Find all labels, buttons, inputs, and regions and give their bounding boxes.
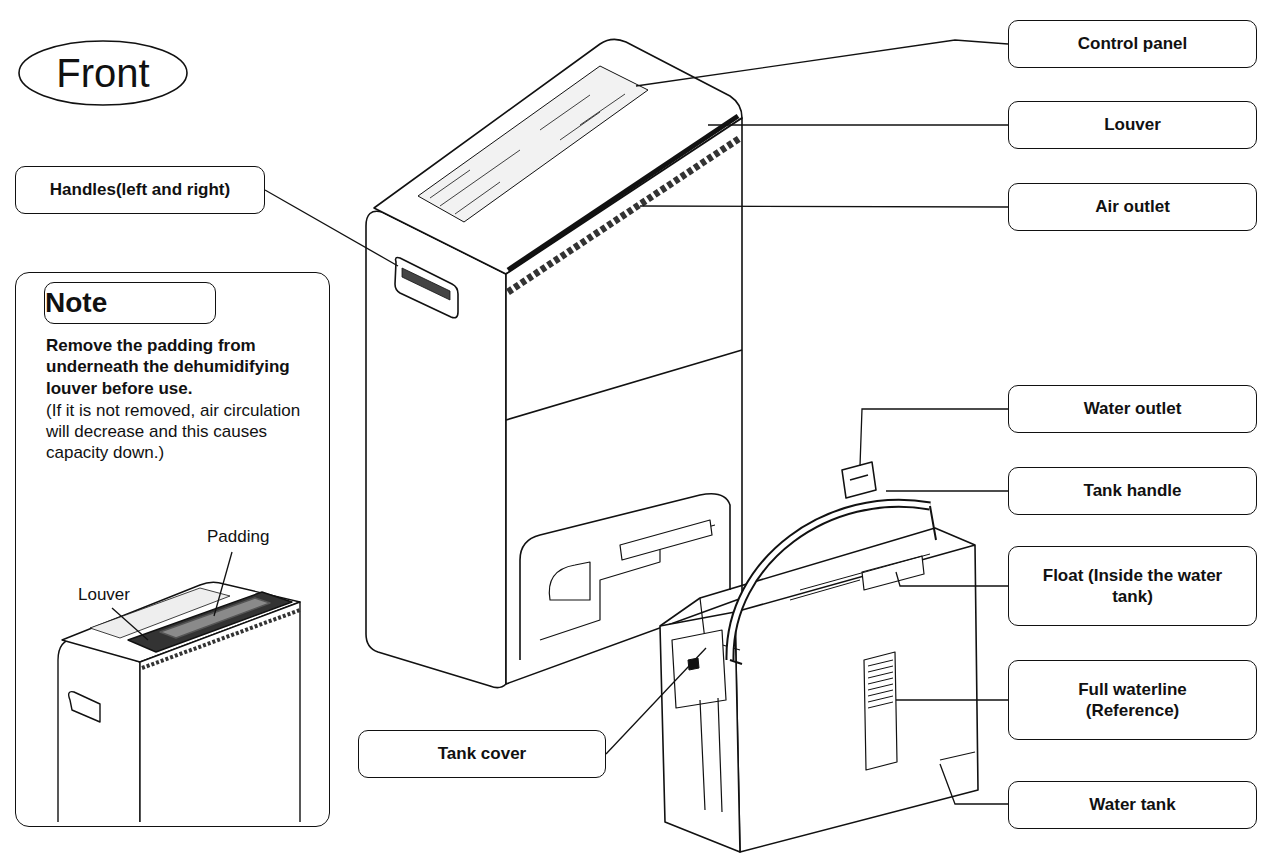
drawing-stroke [506, 350, 742, 420]
note-heading-box: Note [44, 282, 216, 324]
drawing-stroke [508, 116, 738, 270]
drawing-stroke [508, 138, 740, 292]
drawing-stroke [69, 692, 100, 722]
drawing-stroke [265, 190, 398, 266]
drawing-stroke [730, 506, 936, 664]
drawing-stroke [708, 124, 1008, 125]
drawing-stroke [636, 40, 1008, 86]
drawing-stroke [886, 490, 1008, 491]
drawing-stroke [606, 648, 706, 754]
part-label-box: Louver [1008, 101, 1257, 149]
drawing-stroke [868, 660, 893, 708]
drawing-stroke [730, 503, 930, 660]
part-label-box: Full waterline (Reference) [1008, 660, 1257, 740]
drawing-stroke [549, 562, 590, 600]
part-label-box: Tank cover [358, 730, 606, 778]
drawing-stroke [640, 206, 1008, 207]
drawing-stroke [862, 556, 924, 590]
note-text: (If it is not removed, air circulation w… [46, 400, 308, 464]
drawing-stroke [620, 520, 712, 560]
drawing-stroke [395, 258, 458, 318]
drawing-stroke [940, 764, 1008, 804]
drawing-stroke [842, 462, 876, 498]
part-label-box: Water outlet [1008, 385, 1257, 433]
drawing-stroke [672, 630, 726, 708]
label-text: Tank handle [1084, 480, 1182, 501]
label-text: Note [45, 289, 215, 317]
part-label-box: Tank handle [1008, 467, 1257, 515]
label-text: Water tank [1089, 794, 1175, 815]
drawing-stroke [860, 409, 1008, 466]
drawing-stroke [790, 554, 930, 600]
drawing-stroke [730, 503, 930, 660]
label-text: Tank cover [438, 743, 527, 764]
label-text: Louver [1104, 114, 1161, 135]
drawing-stroke [58, 638, 140, 822]
inset-illustration [58, 582, 300, 822]
label-text: Front [56, 53, 149, 93]
part-label-box: Float (Inside the water tank) [1008, 546, 1257, 626]
drawing-stroke [430, 94, 625, 214]
label-text: Full waterline (Reference) [1030, 679, 1235, 722]
drawing-stroke [896, 699, 1008, 700]
drawing-stroke [850, 475, 868, 480]
drawing-stroke [506, 118, 742, 684]
drawing-stroke [160, 598, 270, 638]
drawing-stroke [660, 528, 975, 626]
dehumidifier-body [366, 39, 742, 687]
drawing-stroke [688, 658, 699, 670]
part-label-box: Handles(left and right) [15, 166, 265, 214]
drawing-stroke [112, 608, 148, 640]
drawing-stroke [402, 268, 450, 300]
view-oval: Front [18, 40, 188, 106]
drawing-stroke [700, 698, 722, 812]
label-text: Float (Inside the water tank) [1030, 565, 1235, 608]
drawing-stroke [940, 752, 975, 760]
part-name: Padding [205, 527, 271, 547]
drawing-stroke [864, 652, 897, 770]
label-text: Handles(left and right) [50, 179, 230, 200]
label-text: Water outlet [1084, 398, 1182, 419]
drawing-stroke [214, 552, 232, 616]
part-label-box: Air outlet [1008, 183, 1257, 231]
label-text: Control panel [1078, 33, 1188, 54]
part-name: Louver [76, 585, 132, 605]
label-text: Air outlet [1095, 196, 1170, 217]
water-tank [660, 462, 978, 852]
drawing-stroke [366, 211, 506, 687]
oval-outline-shape [19, 41, 187, 105]
drawing-stroke [735, 545, 978, 852]
drawing-stroke [142, 610, 300, 668]
part-label-box: Control panel [1008, 20, 1257, 68]
part-label-box: Water tank [1008, 781, 1257, 829]
drawing-stroke [896, 572, 1008, 586]
note-text: Remove the padding from underneath the d… [46, 335, 308, 399]
note-panel: Remove the padding from underneath the d… [15, 272, 330, 827]
